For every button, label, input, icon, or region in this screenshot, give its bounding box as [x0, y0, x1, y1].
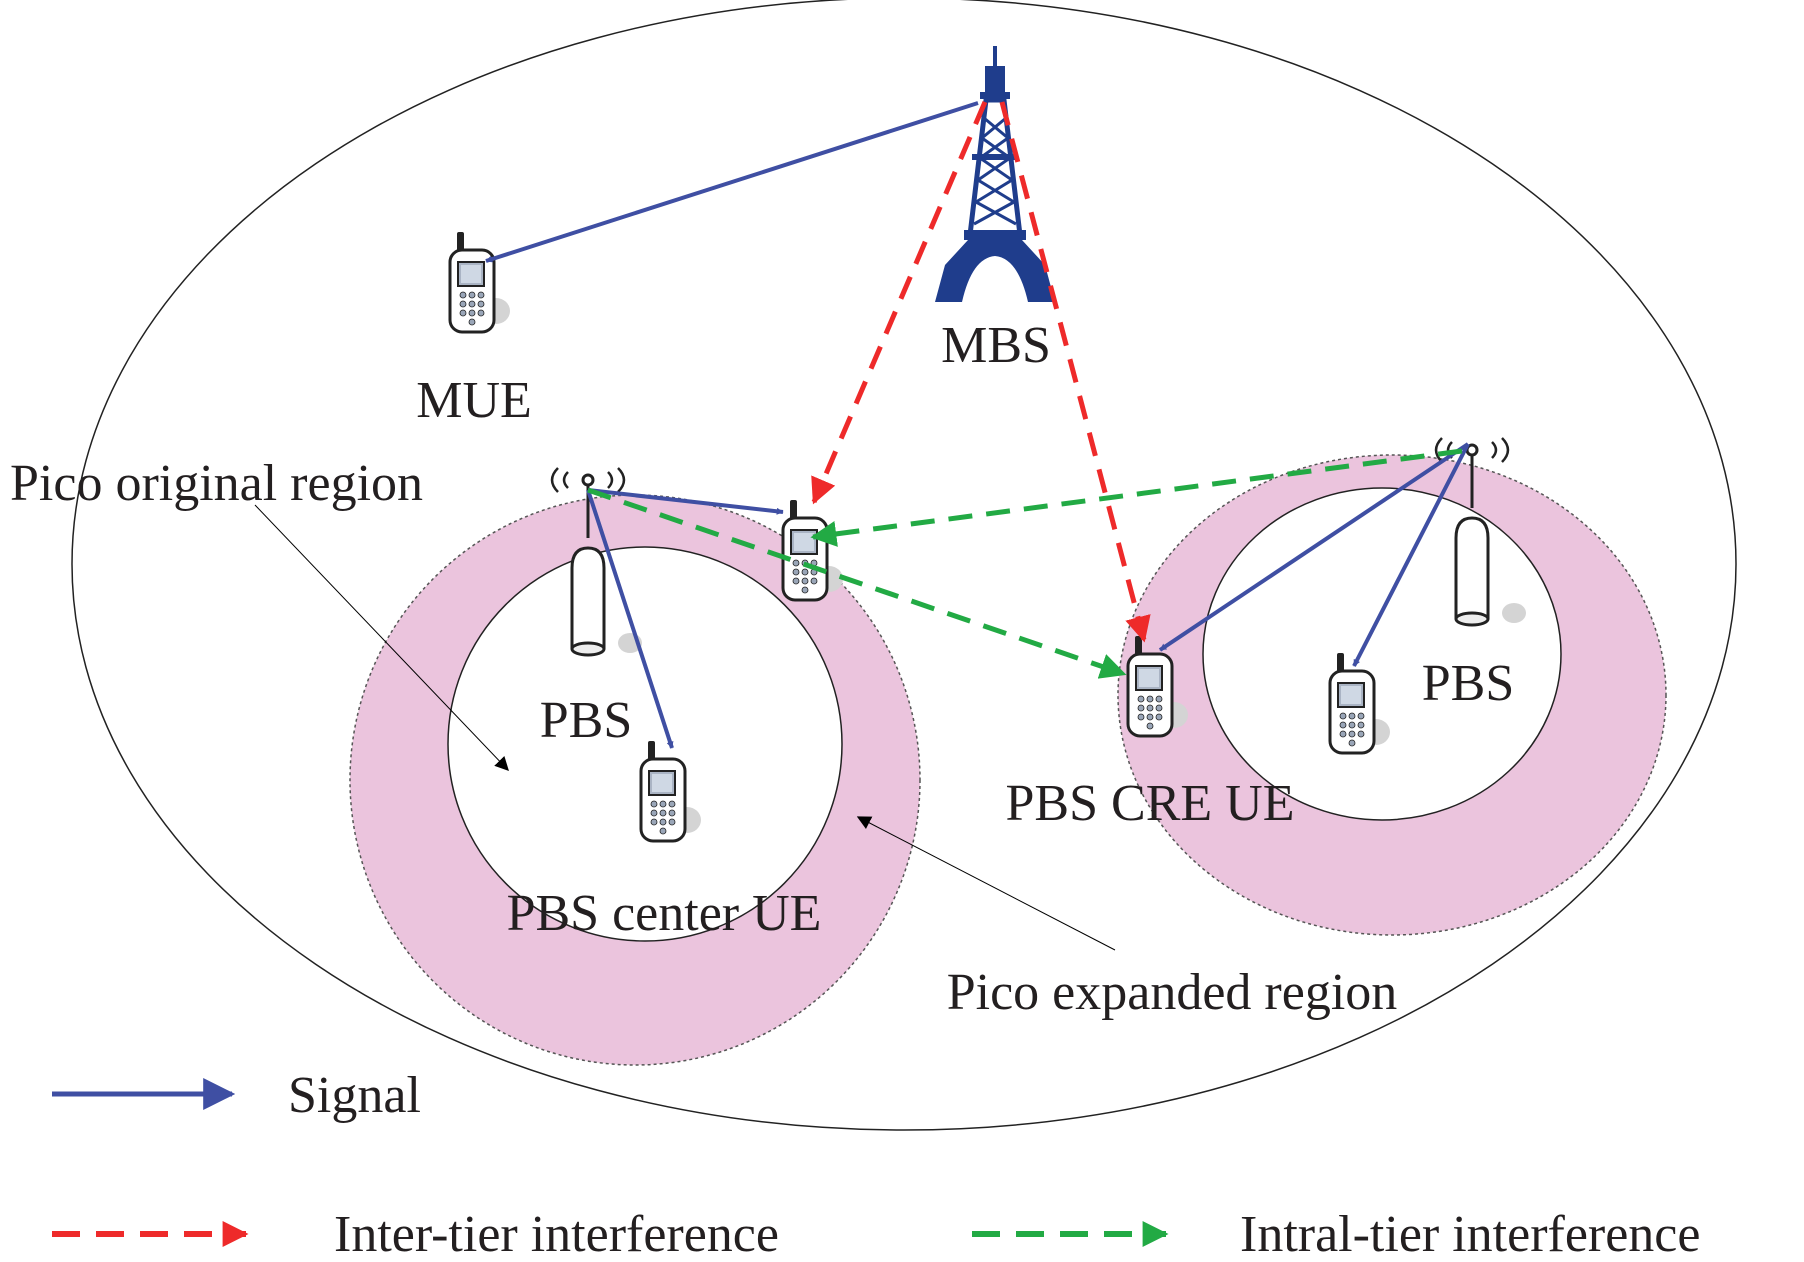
mbs-label: MBS: [941, 317, 1051, 374]
pbs-right-label: PBS: [1422, 655, 1515, 712]
legend-signal-label: Signal: [288, 1067, 421, 1124]
pbs-left-label: PBS: [540, 692, 633, 749]
pico-original-region-left: [447, 546, 843, 942]
pico-expanded-region-label: Pico expanded region: [947, 964, 1398, 1021]
legend-inter-tier-label: Inter-tier interference: [334, 1206, 779, 1262]
pico-original-region-pointer: [254, 504, 509, 772]
legend: Signal Inter-tier interference Intral-ti…: [52, 1067, 1700, 1262]
mue-label: MUE: [416, 372, 532, 429]
macro-cell-boundary: [71, 0, 1737, 1131]
inter-tier-arrows: [811, 101, 1151, 643]
mue-phone-icon: [448, 230, 512, 334]
pico-original-region-right: [1202, 487, 1562, 821]
pbs-cre-ue-label: PBS CRE UE: [1006, 775, 1295, 832]
intra-tier-arrows: [587, 448, 1463, 679]
macro-tower-icon: [935, 46, 1055, 302]
cre-ue-phone-left-icon: [781, 498, 845, 602]
pico-expanded-region-pointer: [856, 816, 1116, 951]
legend-intra-tier-label: Intral-tier interference: [1240, 1206, 1700, 1262]
signal-arrows: [485, 101, 1470, 749]
pbs-center-ue-label: PBS center UE: [507, 885, 822, 942]
pico-original-region-label: Pico original region: [10, 455, 423, 512]
